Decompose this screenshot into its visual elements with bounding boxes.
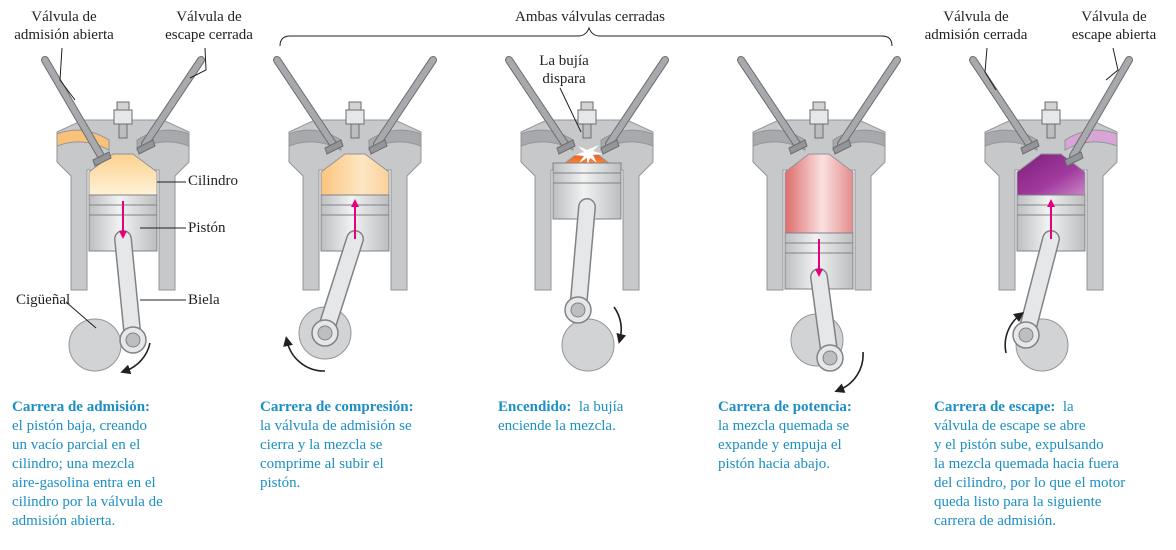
- spark-plug-body: [113, 109, 133, 125]
- label-both-valves-closed: Ambas válvulas cerradas: [515, 9, 665, 25]
- caption-power-title: Carrera de potencia:: [718, 399, 852, 415]
- label-intake-valve-closed: Válvula de admisión cerrada: [924, 9, 1028, 43]
- spark-plug-tip: [1046, 123, 1056, 139]
- engine-stage-exhaust: [969, 56, 1133, 372]
- crank-pin-hub: [1018, 327, 1034, 343]
- label-exhaust-valve-open: Válvula de escape abierta: [1071, 9, 1157, 43]
- spark-plug-tip: [582, 123, 592, 139]
- spark-plug-cap: [116, 101, 130, 111]
- caption-ignition-title: Encendido:: [498, 399, 572, 415]
- label-cylinder: Cilindro: [188, 173, 239, 189]
- engine-stage-compression: [273, 56, 437, 372]
- label-exhaust-valve-closed: Válvula de escape cerrada: [165, 9, 253, 43]
- intake-valve-head: [1020, 139, 1040, 155]
- caption-exhaust-title: Carrera de escape:: [934, 399, 1056, 415]
- both-valves-brace: [279, 26, 893, 47]
- leader-exhaust-valve: [189, 47, 207, 79]
- engine-stage-ignition: [505, 56, 669, 372]
- label-crankshaft: Cigüeñal: [16, 292, 71, 308]
- spark-plug-cap: [1044, 101, 1058, 111]
- leader-exhaust-valve-open: [1105, 47, 1119, 81]
- crank-pin-hub: [125, 332, 141, 348]
- rotation-arrow: [283, 336, 326, 372]
- leader-intake-valve-closed: [984, 47, 997, 91]
- spark-plug-body: [1041, 109, 1061, 125]
- leader-intake-valve: [59, 47, 76, 101]
- leader-spark: [559, 87, 582, 133]
- rotation-arrow: [613, 306, 627, 344]
- leader-crankshaft: [65, 301, 97, 329]
- exhaust-port: [1064, 129, 1118, 151]
- caption-exhaust: Carrera de escape: la válvula de escape …: [934, 399, 1126, 529]
- label-connecting-rod: Biela: [188, 292, 220, 308]
- engine-stage-power: [737, 56, 901, 393]
- label-intake-valve-open: Válvula de admisión abierta: [14, 9, 114, 43]
- engine-block: [752, 119, 886, 291]
- spark-plug-cap: [812, 101, 826, 111]
- rotation-arrow: [120, 342, 151, 375]
- label-piston: Pistón: [188, 220, 226, 236]
- intake-valve-head: [92, 151, 112, 167]
- crankshaft-disc: [561, 318, 615, 372]
- intake-valve-head: [788, 139, 808, 155]
- rotation-arrow: [1004, 311, 1024, 354]
- spark-plug-cap: [580, 101, 594, 111]
- caption-intake: Carrera de admisión: el pistón baja, cre…: [12, 399, 163, 529]
- spark-plug-body: [809, 109, 829, 125]
- spark-plug-tip: [814, 123, 824, 139]
- gas-mixture: [784, 153, 854, 234]
- caption-intake-title: Carrera de admisión:: [12, 399, 151, 415]
- spark-plug-cap: [348, 101, 362, 111]
- crank-pin-hub: [317, 325, 333, 341]
- intake-port: [56, 129, 110, 151]
- spark-plug-body: [345, 109, 365, 125]
- label-spark-fires: La bujía dispara: [539, 53, 589, 87]
- spark-plug-body: [577, 109, 597, 125]
- caption-compression: Carrera de compresión: la válvula de adm…: [260, 399, 414, 491]
- crank-pin-hub: [822, 350, 838, 366]
- engine-block: [288, 119, 422, 291]
- exhaust-valve-head: [832, 139, 852, 155]
- exhaust-valve-head: [1064, 151, 1084, 167]
- exhaust-valve-head: [136, 139, 156, 155]
- engine-stage-intake: [41, 56, 205, 375]
- intake-valve-head: [556, 139, 576, 155]
- spark-icon: [574, 145, 603, 167]
- spark-plug-tip: [118, 123, 128, 139]
- crank-pin-hub: [570, 302, 586, 318]
- intake-valve-head: [324, 139, 344, 155]
- exhaust-valve-head: [600, 139, 620, 155]
- caption-power: Carrera de potencia: la mezcla quemada s…: [718, 399, 852, 472]
- spark-plug-tip: [350, 123, 360, 139]
- rotation-arrow: [834, 351, 864, 393]
- exhaust-valve-head: [368, 139, 388, 155]
- engine-block: [984, 119, 1118, 291]
- caption-compression-title: Carrera de compresión:: [260, 399, 414, 415]
- engine-block: [56, 119, 190, 291]
- caption-ignition: Encendido: la bujía enciende la mezcla.: [498, 399, 624, 434]
